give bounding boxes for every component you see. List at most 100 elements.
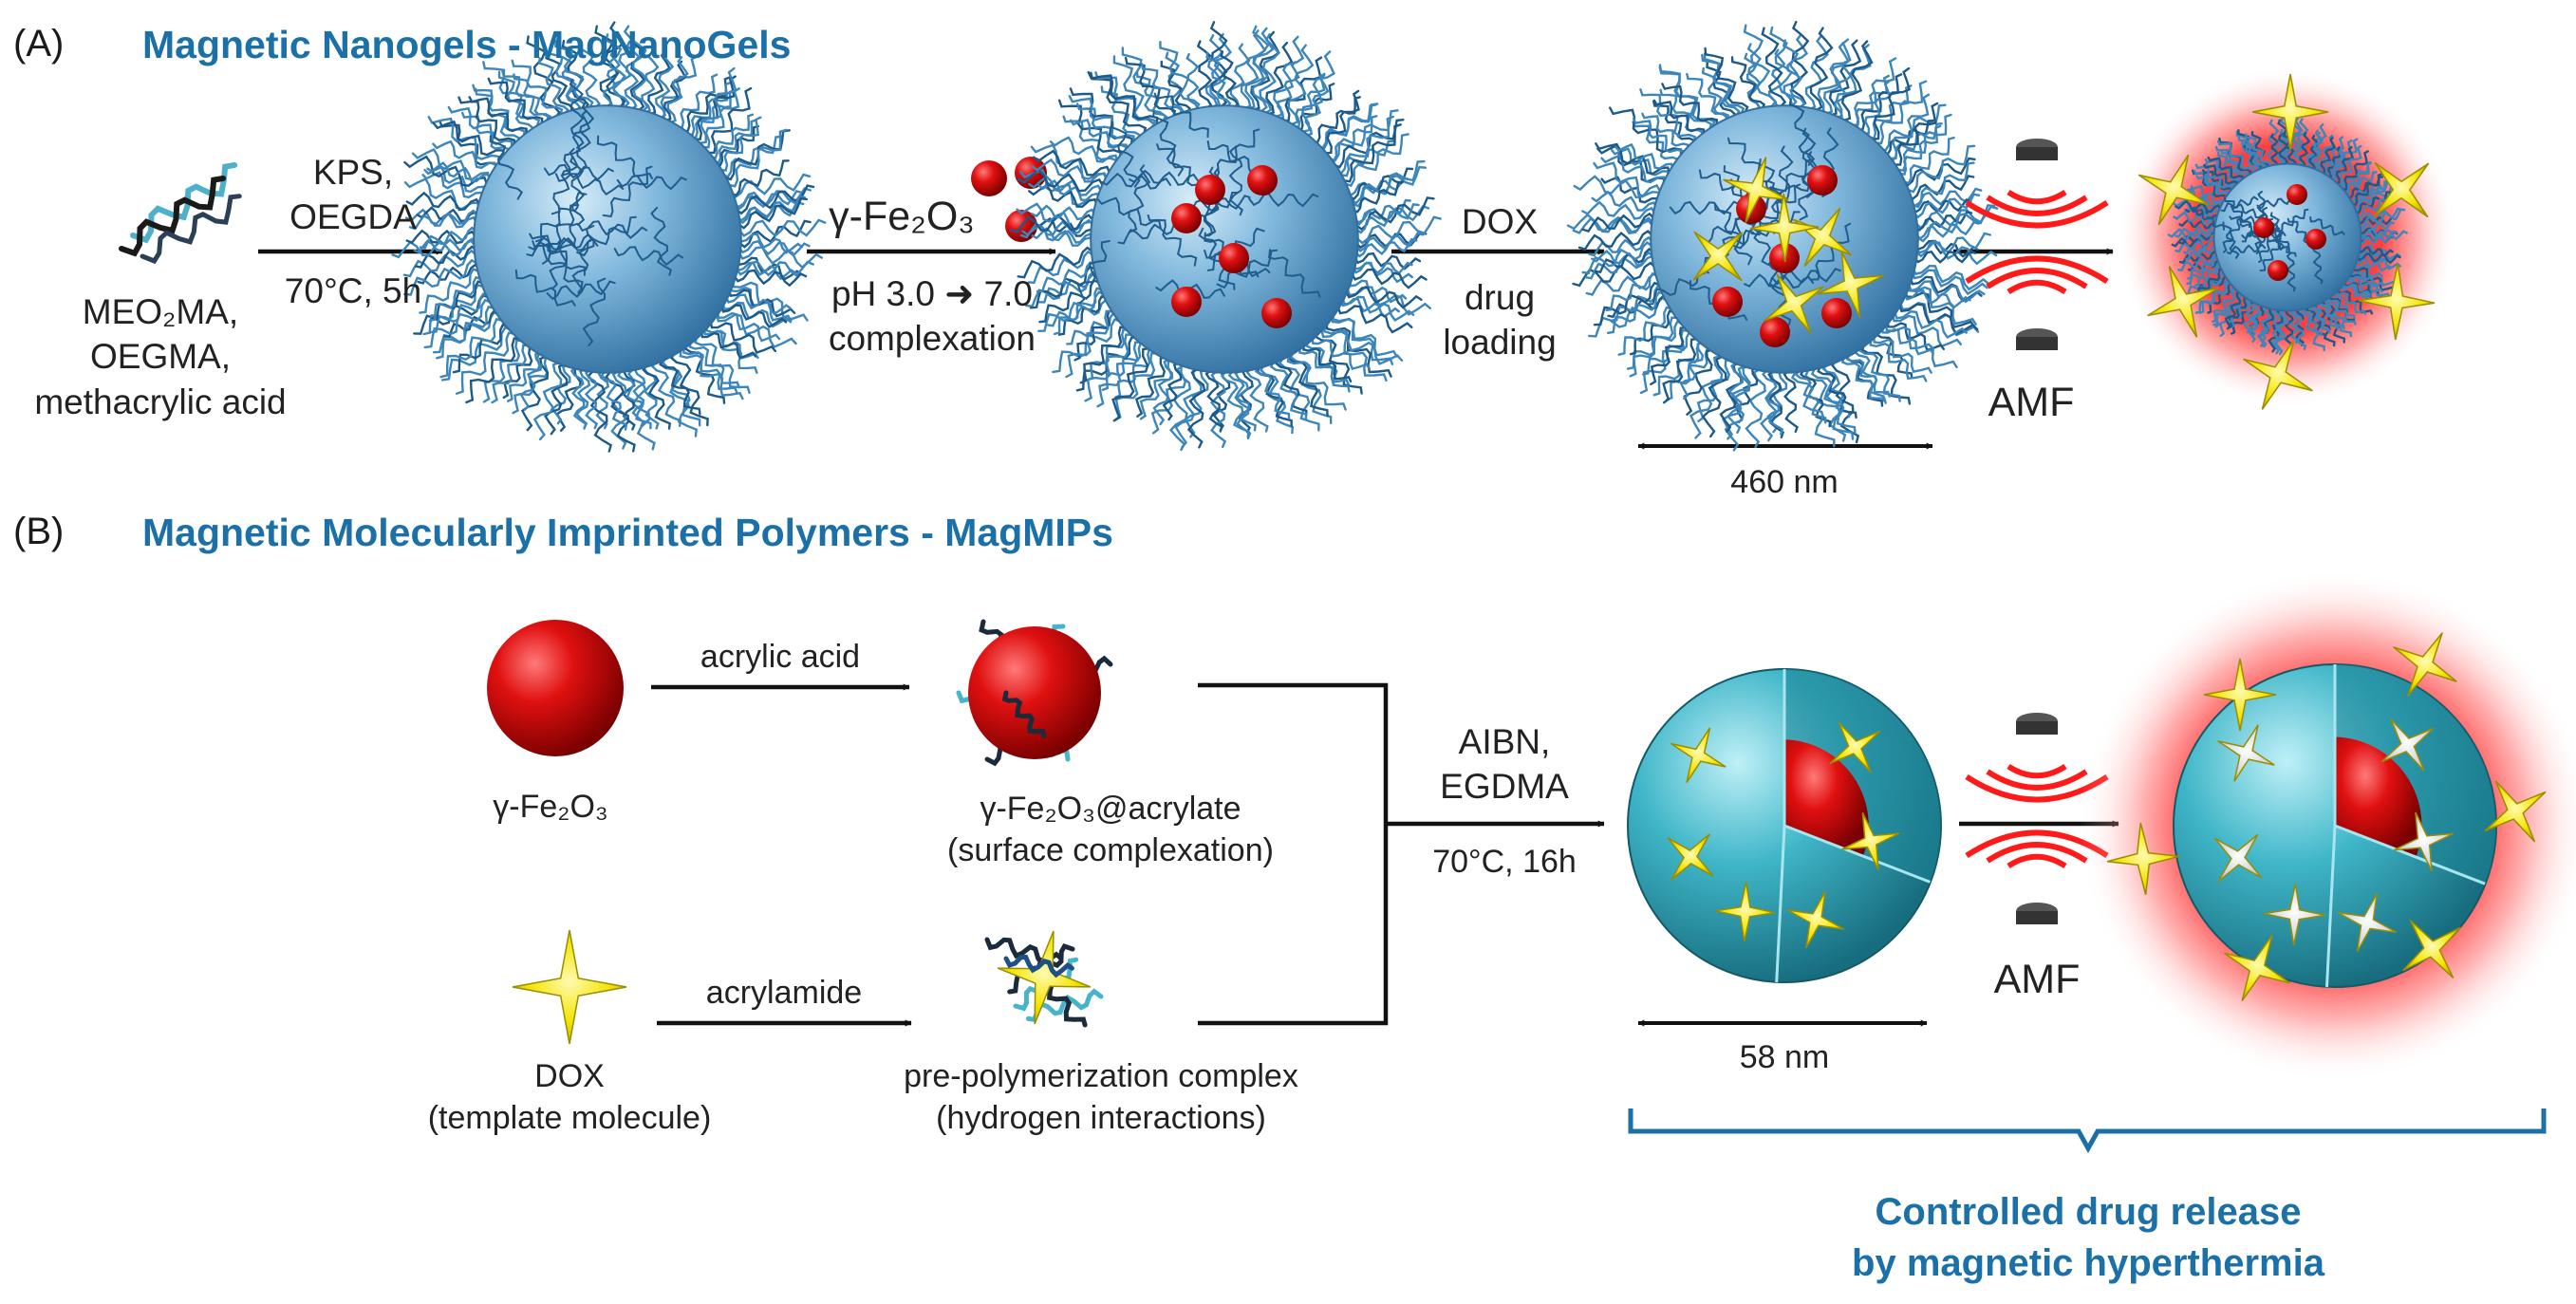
corona-chain xyxy=(1140,63,1184,119)
corona-chain xyxy=(1096,341,1146,408)
corona-chain xyxy=(447,105,513,152)
corona-chain xyxy=(2353,191,2391,214)
corona-chain xyxy=(1019,218,1096,239)
field-wave-icon xyxy=(1965,255,2109,285)
corona-chain xyxy=(1251,25,1270,115)
corona-chain xyxy=(1269,358,1308,420)
corona-chain xyxy=(1727,360,1745,434)
corona-chain xyxy=(1783,33,1809,110)
corona-chain xyxy=(2190,184,2225,207)
corona-chain xyxy=(2354,258,2392,272)
corona-chain xyxy=(734,260,814,277)
corona-chain xyxy=(1209,21,1228,110)
corona-chain xyxy=(666,56,689,125)
corona-chain xyxy=(1259,33,1280,116)
corona-chain xyxy=(727,173,812,199)
corona-chain xyxy=(709,318,776,354)
released-dox-star xyxy=(2402,920,2461,978)
corona-chain xyxy=(1724,363,1750,452)
acrylamide-chain xyxy=(1003,954,1074,978)
corona-chain xyxy=(1834,61,1853,121)
corona-chain xyxy=(724,128,788,188)
corona-chain xyxy=(736,196,809,230)
iron-oxide-particle xyxy=(1261,298,1292,328)
corona-chain xyxy=(1591,250,1657,267)
corona-chain xyxy=(1641,112,1689,153)
network-chain xyxy=(1111,121,1141,188)
corona-chain xyxy=(1031,227,1095,244)
corona-chain xyxy=(1662,337,1701,404)
corona-chain xyxy=(1090,71,1148,139)
corona-chain xyxy=(2358,233,2394,246)
corona-chain xyxy=(443,308,502,339)
corona-chain xyxy=(1152,357,1174,426)
imprinted-site-star xyxy=(1670,727,1727,784)
mip-edge xyxy=(2334,824,2486,885)
corona-chain xyxy=(2333,145,2355,185)
corona-chain xyxy=(554,39,594,112)
iron-oxide-particle xyxy=(1247,165,1278,196)
corona-chain xyxy=(1795,367,1827,424)
released-dox-star xyxy=(2484,780,2547,843)
corona-chain xyxy=(429,292,492,334)
corona-chain xyxy=(465,337,525,404)
corona-chain xyxy=(1577,229,1655,251)
corona-chain xyxy=(431,280,486,320)
corona-chain xyxy=(1290,72,1326,129)
corona-chain xyxy=(1588,235,1655,257)
corona-chain xyxy=(1302,342,1353,383)
network-chain xyxy=(1129,169,1200,186)
field-wave-icon xyxy=(2007,189,2067,205)
step3-drug: drug xyxy=(1464,278,1536,317)
field-wave-icon xyxy=(2007,763,2067,779)
released-dox-star xyxy=(2358,263,2436,341)
corona-chain xyxy=(610,367,628,450)
gel-core xyxy=(1090,104,1359,374)
network-chain xyxy=(2223,197,2251,229)
corona-chain xyxy=(1679,341,1706,401)
complex-note: (hydrogen interactions) xyxy=(936,1100,1266,1137)
network-chain xyxy=(569,156,586,226)
corona-chain xyxy=(1629,309,1678,356)
corona-chain xyxy=(1767,48,1786,111)
network-chain xyxy=(602,165,653,218)
corona-chain xyxy=(1632,117,1684,159)
corona-chain xyxy=(659,355,701,427)
monomer-1: MEO₂MA, xyxy=(82,292,239,331)
corona-chain xyxy=(1347,278,1408,304)
footer-line-1: Controlled drug release xyxy=(1875,1191,2302,1233)
corona-chain xyxy=(482,339,527,403)
field-wave-icon xyxy=(1986,195,2088,216)
corona-chain xyxy=(600,368,628,431)
corona-chain xyxy=(1339,123,1402,183)
corona-chain xyxy=(1033,149,1112,177)
corona-chain xyxy=(432,120,506,160)
corona-chain xyxy=(2196,271,2228,297)
corona-chain xyxy=(1854,345,1885,402)
dox-star xyxy=(1749,193,1820,263)
corona-chain xyxy=(2317,300,2340,330)
corona-chain xyxy=(1031,204,1097,221)
network-chain xyxy=(1128,164,1151,233)
corona-chain xyxy=(408,209,480,231)
corona-chain xyxy=(1686,72,1730,123)
ph-arrow-icon: ➜ xyxy=(944,274,975,313)
corona-chain xyxy=(461,111,510,158)
corona-chain xyxy=(1350,180,1405,214)
merge-bracket xyxy=(1198,682,1389,1026)
network-chain xyxy=(1669,200,1740,215)
corona-chain xyxy=(1783,368,1799,433)
coated-note: (surface complexation) xyxy=(947,832,1274,869)
corona-chain xyxy=(1910,197,1972,214)
corona-chain xyxy=(641,51,660,115)
iron-oxide-particle xyxy=(1821,298,1852,328)
step2-reagent: γ-Fe₂O₃ xyxy=(829,194,975,239)
corona-chain xyxy=(1343,286,1423,309)
corona-chain xyxy=(650,359,682,427)
corona-chain xyxy=(513,73,552,124)
corona-chain xyxy=(1325,318,1392,378)
corona-chain xyxy=(1591,190,1659,212)
corona-chain xyxy=(2240,140,2267,171)
